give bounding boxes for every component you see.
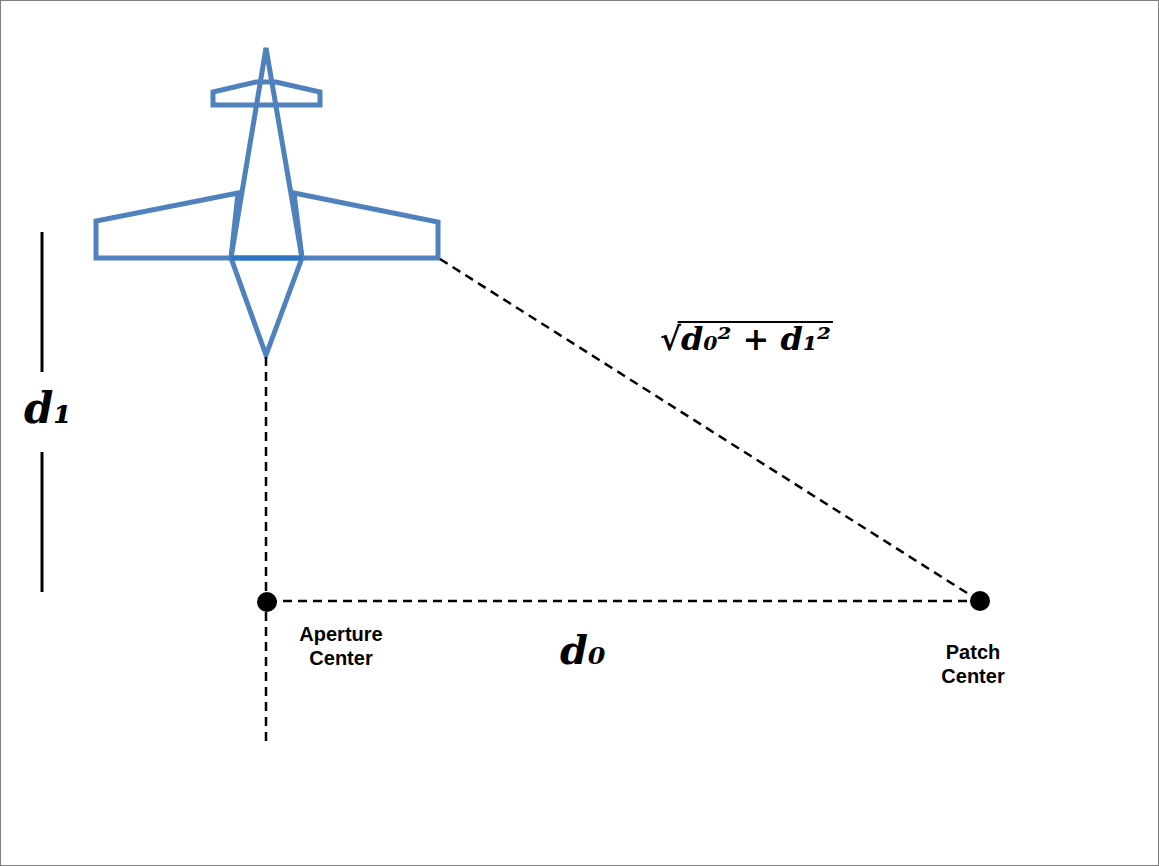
hypotenuse-label: √d₀² + d₁² (660, 320, 831, 358)
tail-wing (213, 82, 320, 105)
aperture-dot (257, 592, 277, 612)
right-wing (294, 193, 438, 258)
left-wing (96, 193, 238, 258)
point-label: Patch Center (928, 640, 1018, 688)
wing-root (231, 256, 302, 261)
dimension-line-lower (41, 452, 44, 592)
patch-dot (970, 591, 990, 611)
dimension-label: d₀ (560, 626, 606, 674)
vertical-dashed-line (265, 357, 268, 745)
fuselage (231, 48, 302, 258)
dimension-label: d₁ (24, 384, 72, 434)
point-label: Aperture Center (286, 622, 396, 670)
slant-dashed-line (440, 259, 978, 600)
airplane (96, 48, 438, 355)
geometry-lines (266, 259, 978, 745)
dimension-line-upper (41, 232, 44, 372)
nose (231, 258, 302, 355)
horizontal-dashed-line (268, 600, 978, 603)
